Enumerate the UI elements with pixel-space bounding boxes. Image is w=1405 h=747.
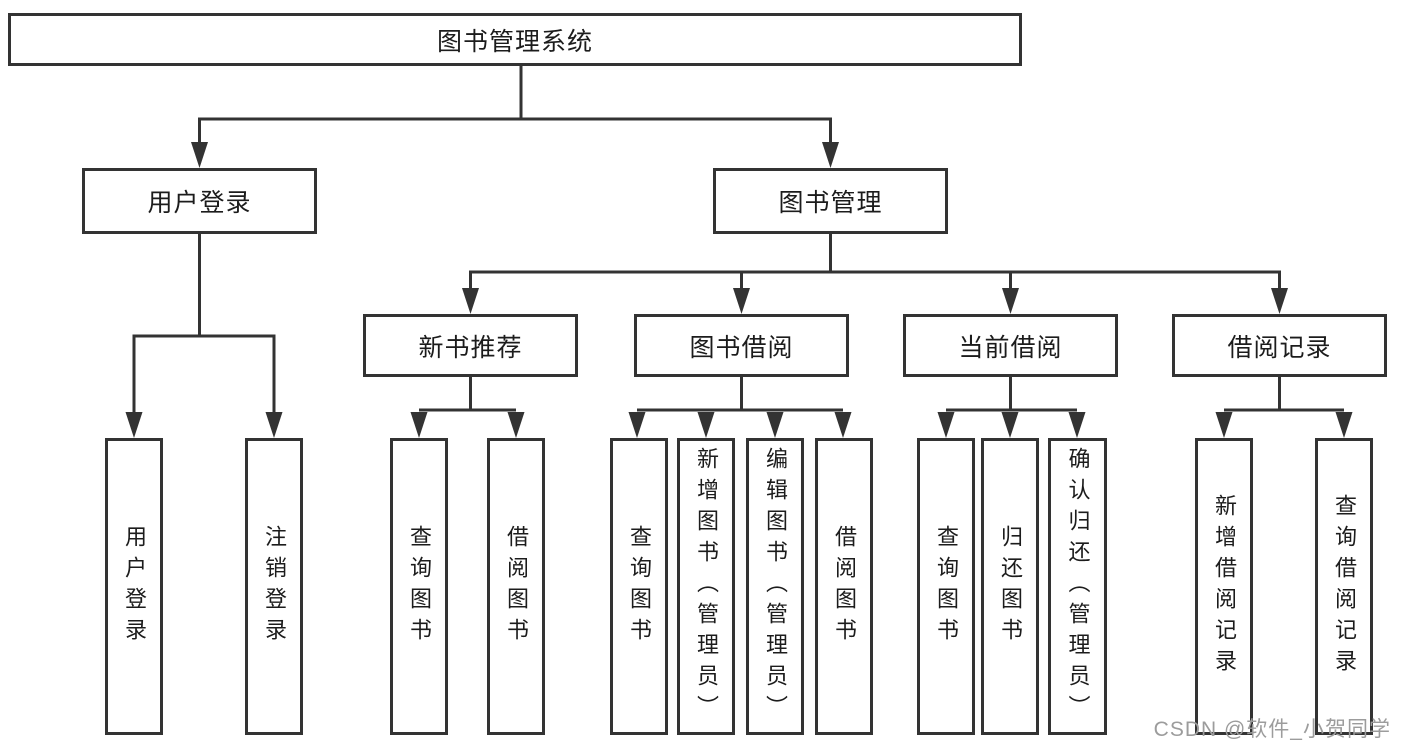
leaf-return-books: 归还图书 <box>981 438 1039 735</box>
leaf-add-books-admin: 新增图书（管理员） <box>677 438 735 735</box>
leaf-query-books-recommend-label: 查询图书 <box>407 524 432 649</box>
node-book-borrowing-label: 图书借阅 <box>689 333 794 362</box>
node-user-login-label: 用户登录 <box>147 189 252 217</box>
node-book-borrowing: 图书借阅 <box>634 314 849 377</box>
node-user-login: 用户登录 <box>82 168 317 234</box>
node-borrowing-records: 借阅记录 <box>1172 314 1387 377</box>
leaf-query-books-current: 查询图书 <box>917 438 975 735</box>
leaf-add-books-admin-label: 新增图书（管理员） <box>694 447 719 726</box>
node-root: 图书管理系统 <box>8 13 1022 66</box>
node-new-book-recommendation: 新书推荐 <box>363 314 578 377</box>
leaf-user-login-label: 用户登录 <box>122 524 147 649</box>
leaf-add-borrow-record: 新增借阅记录 <box>1195 438 1253 735</box>
leaf-add-borrow-record-label: 新增借阅记录 <box>1212 493 1237 680</box>
node-root-label: 图书管理系统 <box>436 27 593 56</box>
leaf-borrow-books: 借阅图书 <box>815 438 873 735</box>
leaf-query-borrow-record: 查询借阅记录 <box>1315 438 1373 735</box>
leaf-return-books-label: 归还图书 <box>998 524 1023 649</box>
leaf-confirm-return-admin-label: 确认归还（管理员） <box>1065 447 1091 726</box>
node-borrowing-records-label: 借阅记录 <box>1227 333 1332 362</box>
node-new-book-recommendation-label: 新书推荐 <box>418 333 523 362</box>
leaf-query-books-borrow: 查询图书 <box>610 438 668 735</box>
leaf-logout-label: 注销登录 <box>262 524 287 649</box>
leaf-edit-books-admin-label: 编辑图书（管理员） <box>763 447 788 726</box>
node-book-management-label: 图书管理 <box>778 189 883 217</box>
leaf-query-borrow-record-label: 查询借阅记录 <box>1332 493 1357 680</box>
node-book-management: 图书管理 <box>713 168 948 234</box>
leaf-user-login: 用户登录 <box>105 438 163 735</box>
node-current-borrowing: 当前借阅 <box>903 314 1118 377</box>
arrowhead-icons <box>125 142 1353 438</box>
leaf-query-books-current-label: 查询图书 <box>934 524 959 649</box>
leaf-logout: 注销登录 <box>245 438 303 735</box>
leaf-query-books-borrow-label: 查询图书 <box>627 524 652 649</box>
leaf-borrow-books-recommend-label: 借阅图书 <box>504 524 529 649</box>
leaf-query-books-recommend: 查询图书 <box>390 438 448 735</box>
leaf-confirm-return-admin: 确认归还（管理员） <box>1048 438 1107 735</box>
node-current-borrowing-label: 当前借阅 <box>958 333 1063 362</box>
leaf-borrow-books-recommend: 借阅图书 <box>487 438 545 735</box>
leaf-borrow-books-label: 借阅图书 <box>832 524 857 649</box>
leaf-edit-books-admin: 编辑图书（管理员） <box>746 438 804 735</box>
